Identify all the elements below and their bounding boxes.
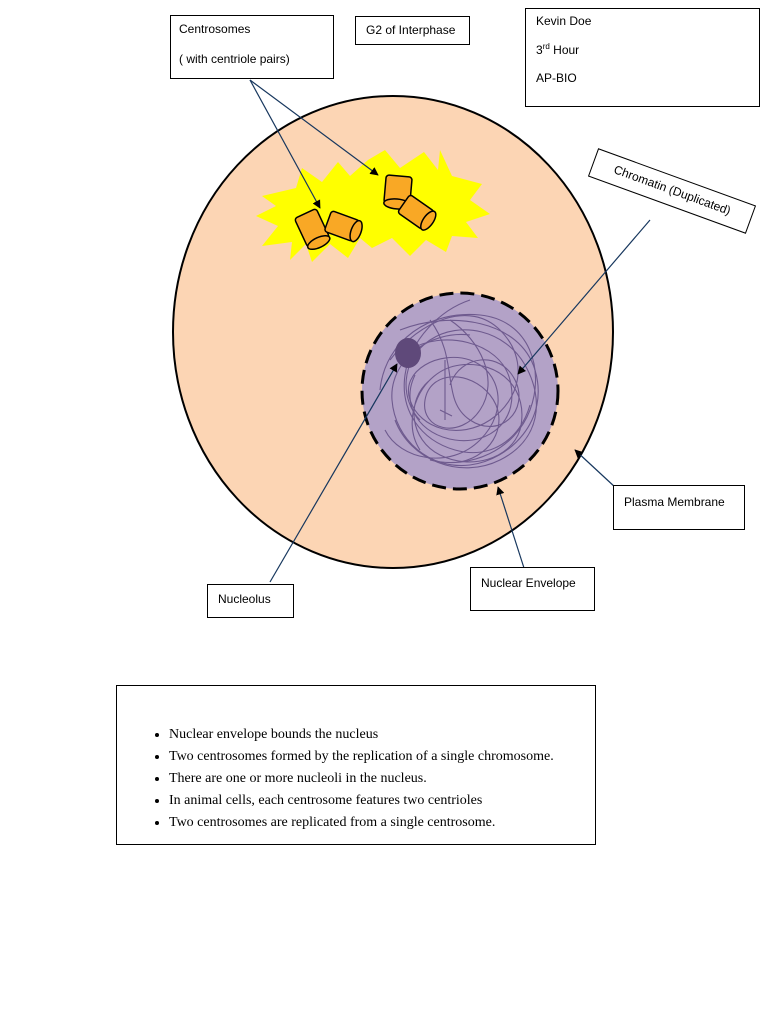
- nucleus: [360, 291, 560, 491]
- nucleolus: [395, 338, 421, 368]
- phase-text: G2 of Interphase: [366, 23, 456, 37]
- student-name: Kevin Doe: [536, 14, 592, 28]
- nuclear-envelope-arrow: [496, 486, 525, 569]
- plasma-membrane-label: Plasma Membrane: [613, 485, 745, 530]
- centrosome-arrow-left: [249, 79, 321, 209]
- student-course: AP-BIO: [536, 71, 577, 85]
- phase-label: G2 of Interphase: [355, 16, 470, 45]
- connector-lines: [249, 79, 651, 583]
- facts-box: Nuclear envelope bounds the nucleus Two …: [116, 685, 596, 845]
- facts-list: Nuclear envelope bounds the nucleus Two …: [147, 724, 577, 834]
- centrosome-arrow-right: [249, 79, 379, 176]
- nucleolus-arrow: [269, 363, 398, 583]
- nuclear-envelope-label: Nuclear Envelope: [470, 567, 595, 611]
- hour-number: 3: [536, 43, 543, 57]
- plasma-membrane-arrow: [574, 449, 617, 489]
- fact-item: Two centrosomes are replicated from a si…: [169, 812, 577, 834]
- hour-word: Hour: [549, 43, 580, 57]
- centrosomes-label: Centrosomes ( with centriole pairs): [170, 15, 334, 79]
- centrosomes-subtitle: ( with centriole pairs): [179, 52, 290, 66]
- nucleolus-label: Nucleolus: [207, 584, 294, 618]
- student-hour: 3rd Hour: [536, 42, 749, 57]
- plasma-membrane-text: Plasma Membrane: [624, 495, 725, 509]
- centriole-pair-left: [294, 208, 363, 251]
- hour-suffix: rd: [542, 42, 550, 51]
- fact-item: In animal cells, each centrosome feature…: [169, 790, 577, 812]
- student-info-box: Kevin Doe 3rd Hour AP-BIO: [525, 8, 760, 107]
- centriole-pair-right: [383, 174, 437, 231]
- fact-item: There are one or more nucleoli in the nu…: [169, 768, 577, 790]
- fact-item: Two centrosomes formed by the replicatio…: [169, 746, 577, 768]
- nuclear-envelope-text: Nuclear Envelope: [481, 576, 576, 590]
- chromatin-arrow: [517, 219, 651, 375]
- nucleolus-text: Nucleolus: [218, 592, 271, 606]
- centrosomes-title: Centrosomes: [179, 22, 251, 36]
- fact-item: Nuclear envelope bounds the nucleus: [169, 724, 577, 746]
